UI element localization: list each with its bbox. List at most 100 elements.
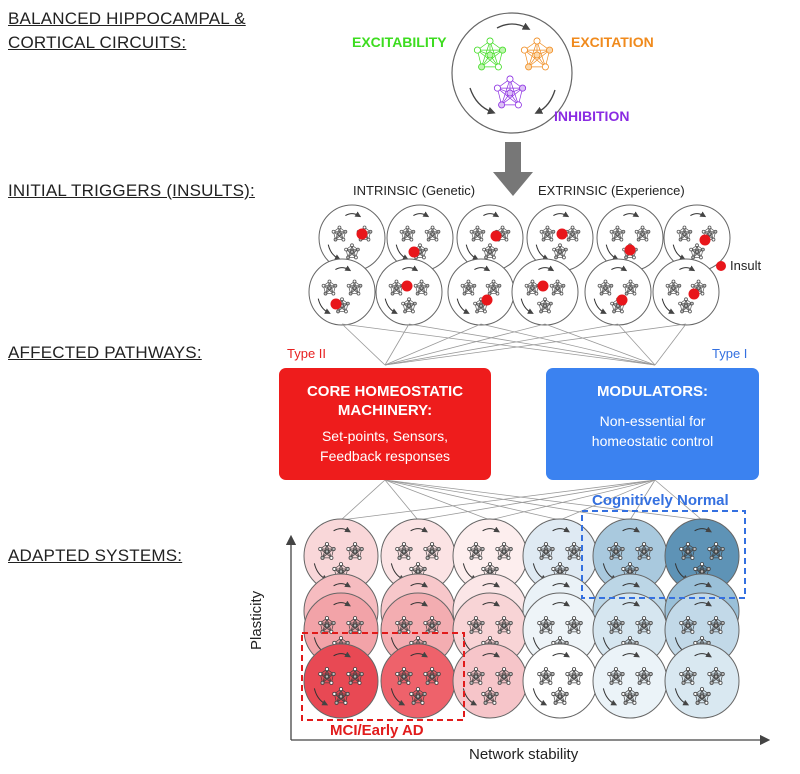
cycle-arrow-icon (413, 211, 430, 218)
network-motif-icon (693, 687, 711, 705)
network-circle (380, 643, 456, 719)
affected-pathways-title: AFFECTED PATHWAYS: (8, 343, 202, 362)
x-axis-label: Network stability (469, 746, 579, 763)
cycle-arrow-icon (482, 600, 500, 607)
network-motif-icon (467, 616, 485, 634)
cycle-arrow-icon (611, 265, 628, 272)
network-motif-icon (346, 542, 364, 560)
insult-dot (490, 230, 502, 242)
insult-dot (481, 294, 493, 306)
network-motif-icon (318, 667, 336, 685)
core-homeostatic-box: CORE HOMEOSTATIC MACHINERY: Set-points, … (279, 368, 491, 480)
network-motif-icon (482, 243, 498, 260)
cycle-arrow-icon (482, 581, 500, 588)
cycle-arrow-icon (474, 265, 491, 272)
cycle-arrow-icon (694, 600, 712, 607)
modulators-subtitle-line1: Non-essential for (599, 413, 706, 429)
mci-label: MCI/Early AD (330, 722, 424, 739)
network-motif-icon (346, 279, 363, 296)
modulators-subtitle-line2: homeostatic control (591, 433, 714, 449)
cycle-arrow-icon (622, 581, 640, 588)
network-circle (511, 258, 579, 326)
network-motif-icon (524, 279, 541, 296)
network-motif-icon (537, 667, 555, 685)
network-motif-icon (395, 542, 413, 560)
cycle-arrow-icon (679, 265, 696, 272)
network-motif-icon (622, 279, 639, 296)
adapted-systems-title: ADAPTED SYSTEMS: (8, 546, 183, 565)
cycle-arrow-icon (623, 211, 640, 218)
network-circle (386, 204, 454, 272)
cycle-arrow-icon (395, 244, 409, 260)
network-circle (664, 518, 740, 594)
insult-dot (688, 288, 700, 300)
cycle-arrow-icon (622, 651, 640, 658)
network-motif-icon (676, 225, 693, 242)
network-motif-icon (707, 667, 725, 685)
network-motif-icon (679, 616, 697, 634)
network-motif-icon (707, 616, 725, 634)
network-motif-icon (537, 616, 555, 634)
network-circle (303, 643, 379, 719)
network-motif-icon (332, 687, 350, 705)
cycle-arrow-icon (410, 526, 428, 533)
modulators-title: MODULATORS: (596, 383, 709, 400)
cycle-arrow-icon (694, 526, 712, 533)
insult-dot (616, 294, 628, 306)
excitability-label: EXCITABILITY (352, 34, 447, 50)
network-circle (664, 643, 740, 719)
network-motif-icon (423, 667, 441, 685)
network-motif-icon (564, 225, 581, 242)
cycle-arrow-icon (532, 688, 548, 706)
network-motif-icon (318, 616, 336, 634)
cycle-arrow-icon (333, 651, 351, 658)
network-motif-icon (344, 243, 360, 260)
cycle-arrow-icon (410, 651, 428, 658)
cycle-arrow-icon (690, 211, 707, 218)
network-motif-icon (473, 37, 507, 71)
network-motif-icon (423, 542, 441, 560)
inhibition-label: INHIBITION (554, 108, 630, 124)
cycle-arrow-icon (552, 600, 570, 607)
trigger-circles-group (308, 204, 731, 326)
core-title-line1: CORE HOMEOSTATIC (306, 383, 464, 400)
network-motif-icon (481, 687, 499, 705)
network-motif-icon (689, 243, 705, 260)
network-circle (596, 204, 664, 272)
balanced-circuits-title-line2: CORTICAL CIRCUITS: (8, 33, 187, 52)
cycle-arrow-icon (333, 581, 351, 588)
network-motif-icon (321, 279, 338, 296)
network-motif-icon (679, 667, 697, 685)
network-circle (522, 518, 598, 594)
network-motif-icon (634, 225, 651, 242)
cycle-arrow-icon (384, 298, 398, 314)
cycle-arrow-icon (622, 600, 640, 607)
network-motif-icon (607, 616, 625, 634)
network-circle (452, 643, 528, 719)
cycle-arrow-icon (602, 688, 618, 706)
network-motif-icon (467, 542, 485, 560)
network-motif-icon (485, 279, 502, 296)
cycle-arrow-icon (410, 581, 428, 588)
cycle-arrow-icon (317, 298, 331, 314)
network-motif-icon (331, 225, 348, 242)
cycle-arrow-icon (469, 87, 496, 115)
insult-dot (556, 228, 568, 240)
network-motif-icon (565, 616, 583, 634)
insult-dot (330, 298, 342, 310)
network-motif-icon (607, 542, 625, 560)
network-motif-icon (346, 667, 364, 685)
cognitively-normal-label: Cognitively Normal (592, 492, 729, 509)
network-motif-icon (495, 542, 513, 560)
cycle-arrow-icon (333, 526, 351, 533)
network-motif-icon (551, 687, 569, 705)
insult-dot (356, 228, 368, 240)
cycle-arrow-icon (593, 298, 607, 314)
network-motif-icon (665, 279, 682, 296)
cycle-arrow-icon (465, 244, 479, 260)
network-motif-icon (493, 75, 527, 109)
initial-triggers-title: INITIAL TRIGGERS (INSULTS): (8, 181, 255, 200)
insult-dot (408, 246, 420, 258)
